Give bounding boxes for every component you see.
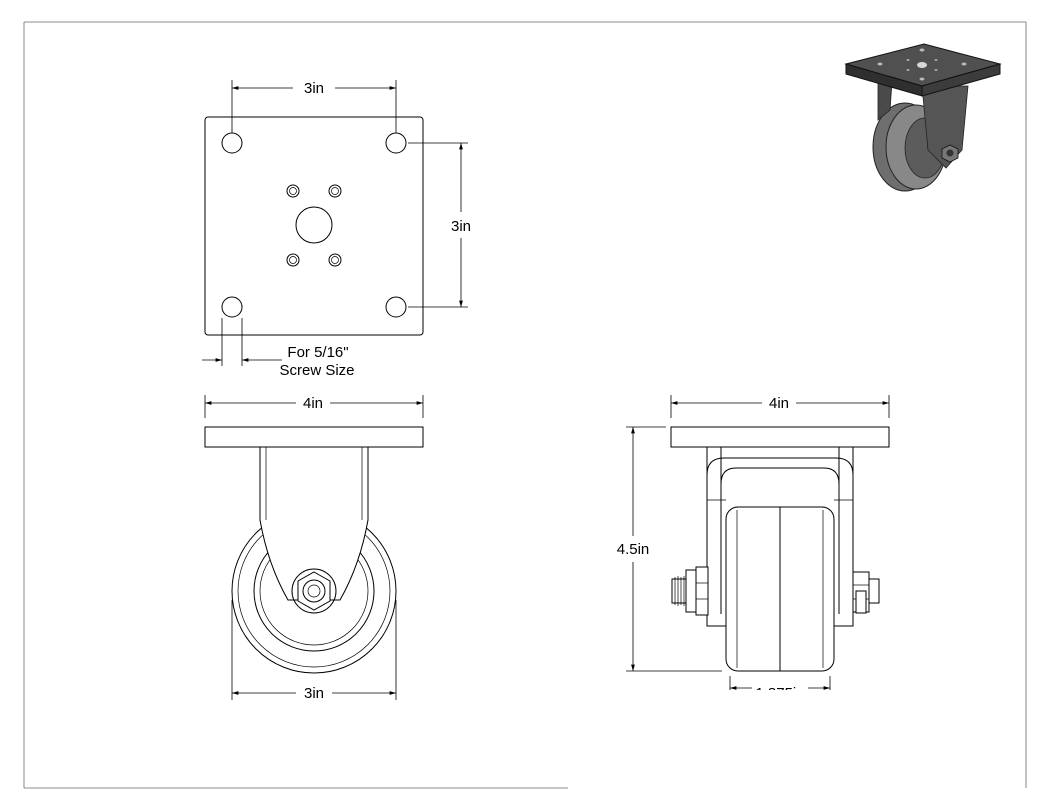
dim-top-width: 3in bbox=[231, 80, 397, 133]
fork-bracket bbox=[706, 446, 854, 476]
dim-side-width: 4in bbox=[670, 395, 890, 418]
dim-overall-height: 4.5in bbox=[617, 426, 722, 672]
dim-wheel-diameter: 3in bbox=[231, 600, 397, 702]
front-view bbox=[204, 426, 424, 674]
dim-screw-size: For 5/16" Screw Size bbox=[202, 318, 355, 379]
dim-top-height: 3in bbox=[408, 142, 471, 308]
dim-label-top-width: 3in bbox=[304, 80, 324, 97]
dim-label-overall-height: 4.5in bbox=[617, 541, 650, 558]
bolt-hole-bottom-right bbox=[385, 296, 407, 318]
fork-leg bbox=[259, 445, 369, 601]
top-view-mounting-plate bbox=[204, 116, 424, 336]
bolt-hole-bottom-left bbox=[221, 296, 243, 318]
screw-note-line1: For 5/16" bbox=[287, 344, 348, 361]
axle-left-threads bbox=[671, 566, 709, 616]
bolt-hole-top-left bbox=[221, 132, 243, 154]
bolt-hole-top-right bbox=[385, 132, 407, 154]
dim-front-width: 4in bbox=[204, 395, 424, 418]
screw-note-line2: Screw Size bbox=[279, 362, 354, 379]
center-kingpin-hole bbox=[295, 206, 333, 244]
dim-label-wheel-width: 1.875in bbox=[755, 685, 804, 702]
small-rivet-holes bbox=[286, 184, 342, 267]
drawing-frame bbox=[23, 21, 1027, 789]
dim-label-front-width: 4in bbox=[303, 395, 323, 412]
side-view bbox=[670, 426, 890, 672]
side-top-plate bbox=[670, 426, 890, 448]
dim-label-wheel-diameter: 3in bbox=[304, 685, 324, 702]
front-top-plate bbox=[204, 426, 424, 448]
axle-right-nut bbox=[852, 571, 880, 614]
dim-label-top-height: 3in bbox=[451, 218, 471, 235]
dim-wheel-width: 1.875in bbox=[729, 676, 831, 702]
axle-nut-hex bbox=[297, 571, 331, 611]
axle-nut-outer bbox=[291, 568, 337, 614]
dim-label-side-width: 4in bbox=[769, 395, 789, 412]
isometric-caster-view bbox=[844, 43, 1002, 192]
